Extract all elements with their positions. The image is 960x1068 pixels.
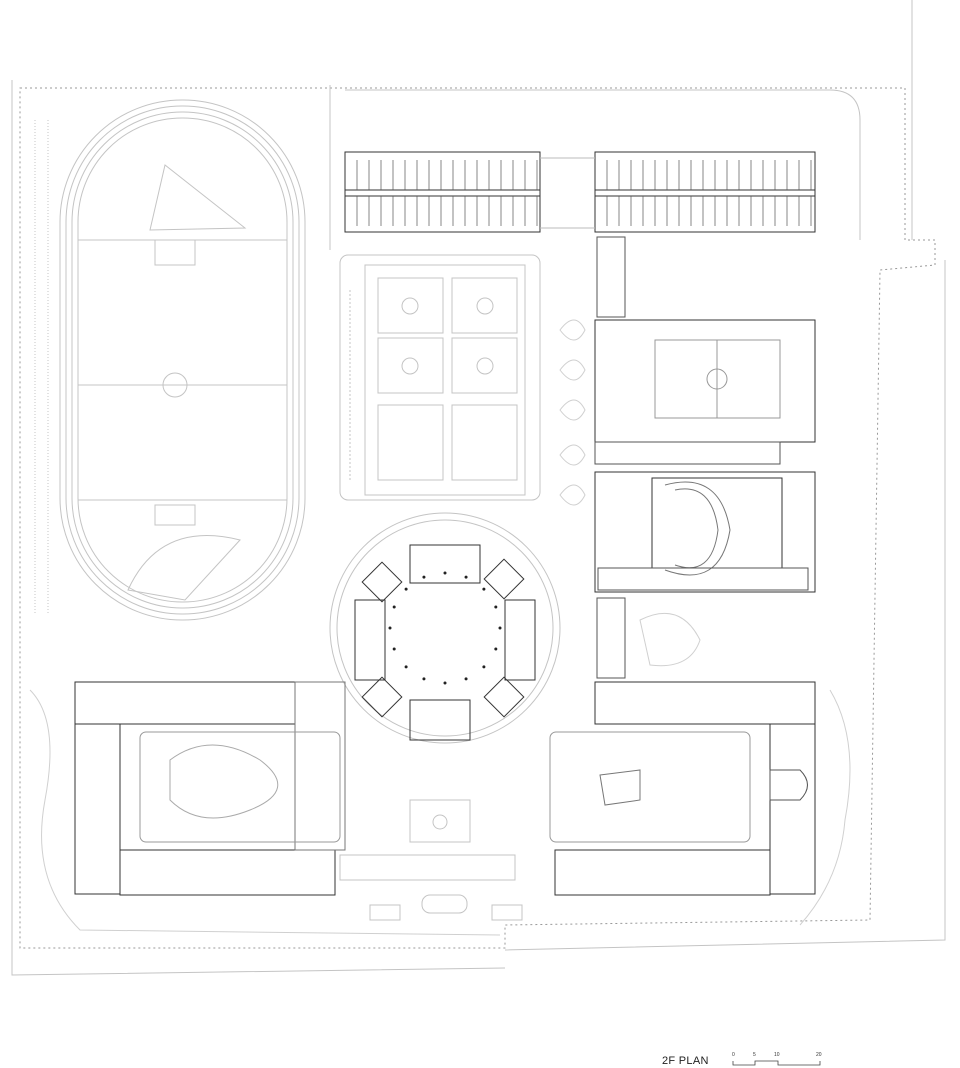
running-track xyxy=(34,99,306,621)
column xyxy=(482,665,486,669)
sports-courts xyxy=(339,254,541,501)
column xyxy=(494,647,498,651)
landscape xyxy=(29,319,851,936)
central-round-building xyxy=(329,512,561,744)
scale-label-0: 0 xyxy=(732,1052,735,1058)
column xyxy=(404,665,408,669)
column xyxy=(388,626,392,630)
column xyxy=(464,677,468,681)
column xyxy=(464,575,468,579)
column xyxy=(443,681,447,685)
scale-label-20: 20 xyxy=(816,1052,822,1058)
corridors xyxy=(596,236,626,679)
scale-label-5: 5 xyxy=(753,1052,756,1058)
column xyxy=(494,605,498,609)
column xyxy=(422,575,426,579)
site-boundary xyxy=(11,0,946,976)
classroom-wing-left xyxy=(74,681,346,896)
dormitory-blocks xyxy=(344,151,816,233)
column xyxy=(498,626,502,630)
gymnasium xyxy=(594,319,816,465)
classroom-wing-right xyxy=(549,681,816,896)
scale-bar-graphic xyxy=(732,1060,821,1066)
column xyxy=(392,605,396,609)
column xyxy=(392,647,396,651)
column xyxy=(404,587,408,591)
drawing-title: 2F PLAN xyxy=(662,1055,709,1067)
column xyxy=(482,587,486,591)
column xyxy=(422,677,426,681)
scale-label-10: 10 xyxy=(774,1052,780,1058)
auditorium xyxy=(594,471,816,593)
scale-bar: 0 5 10 20 xyxy=(730,1052,825,1068)
column xyxy=(443,571,447,575)
entrance-plaza xyxy=(339,799,523,921)
